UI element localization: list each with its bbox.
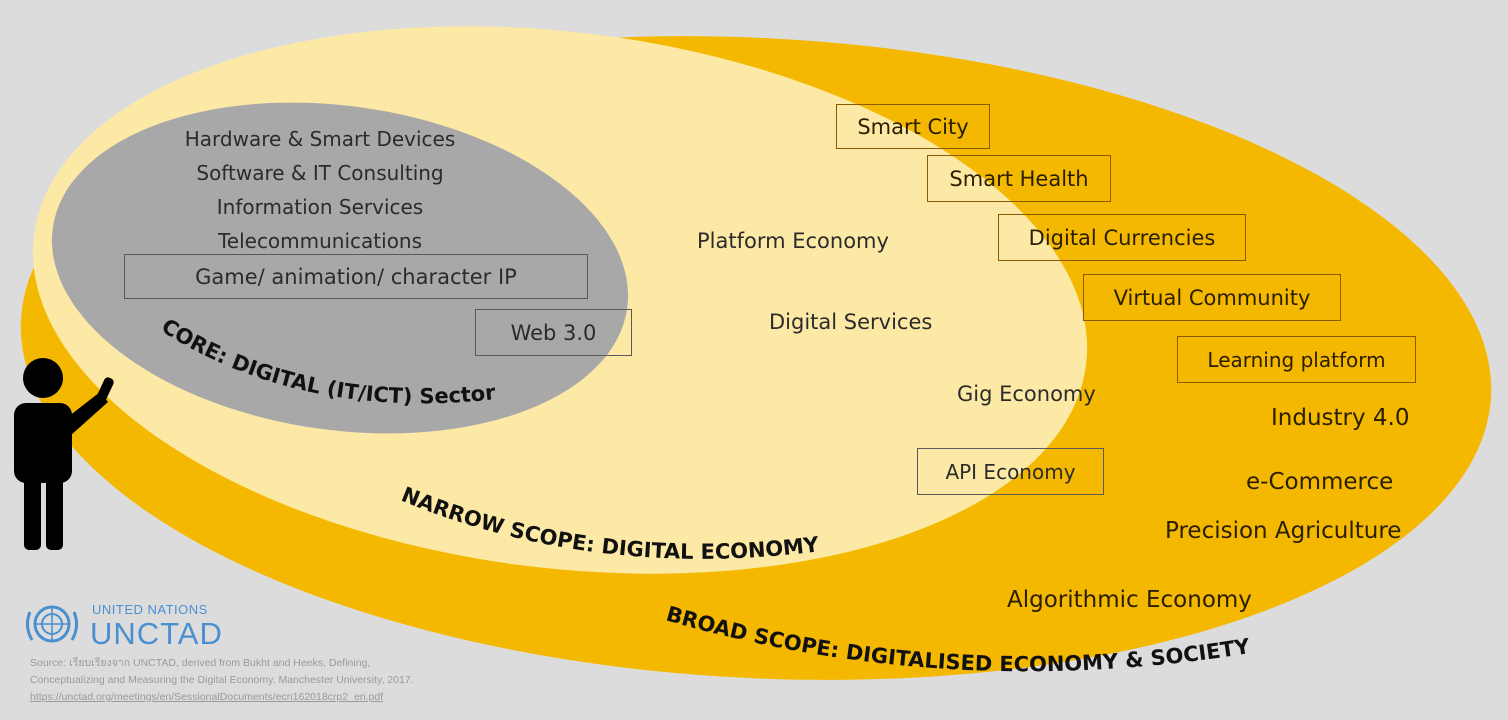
core-items-list: Hardware & Smart Devices Software & IT C… xyxy=(130,122,510,258)
source-line-2: Conceptualizing and Measuring the Digita… xyxy=(30,674,414,686)
core-item: Telecommunications xyxy=(217,229,423,253)
un-emblem-icon xyxy=(25,605,79,643)
core-scope-ellipse xyxy=(51,102,629,434)
broad-item-agriculture: Precision Agriculture xyxy=(1165,518,1402,544)
narrow-item-platform: Platform Economy xyxy=(697,229,889,253)
core-item: Software & IT Consulting xyxy=(196,161,444,185)
core-item: Hardware & Smart Devices xyxy=(184,127,456,151)
narrow-item-services: Digital Services xyxy=(769,310,933,334)
broad-item-ecommerce: e-Commerce xyxy=(1246,469,1394,495)
source-line-1: Source: เรียบเรียงจาก UNCTAD, derived fr… xyxy=(30,657,371,669)
narrow-item-gig: Gig Economy xyxy=(957,382,1096,406)
core-boxed-game: Game/ animation/ character IP xyxy=(124,254,588,299)
broad-item-industry: Industry 4.0 xyxy=(1271,405,1410,431)
broad-boxed-smart-health: Smart Health xyxy=(927,155,1111,202)
source-note: Source: เรียบเรียงจาก UNCTAD, derived fr… xyxy=(30,655,414,706)
un-org-big: UNCTAD xyxy=(90,616,223,651)
broad-boxed-learning-platform: Learning platform xyxy=(1177,336,1416,383)
broad-item-algorithmic: Algorithmic Economy xyxy=(1007,587,1252,613)
broad-boxed-smart-city: Smart City xyxy=(836,104,990,149)
narrow-boxed-api: API Economy xyxy=(917,448,1104,495)
broad-boxed-digital-currencies: Digital Currencies xyxy=(998,214,1246,261)
un-org-small: UNITED NATIONS xyxy=(92,602,208,617)
core-item: Information Services xyxy=(216,195,424,219)
person-pointing-icon xyxy=(14,358,114,550)
broad-boxed-virtual-community: Virtual Community xyxy=(1083,274,1341,321)
core-boxed-web3: Web 3.0 xyxy=(475,309,632,356)
source-line-3[interactable]: https://unctad.org/meetings/en/Sessional… xyxy=(30,691,384,703)
